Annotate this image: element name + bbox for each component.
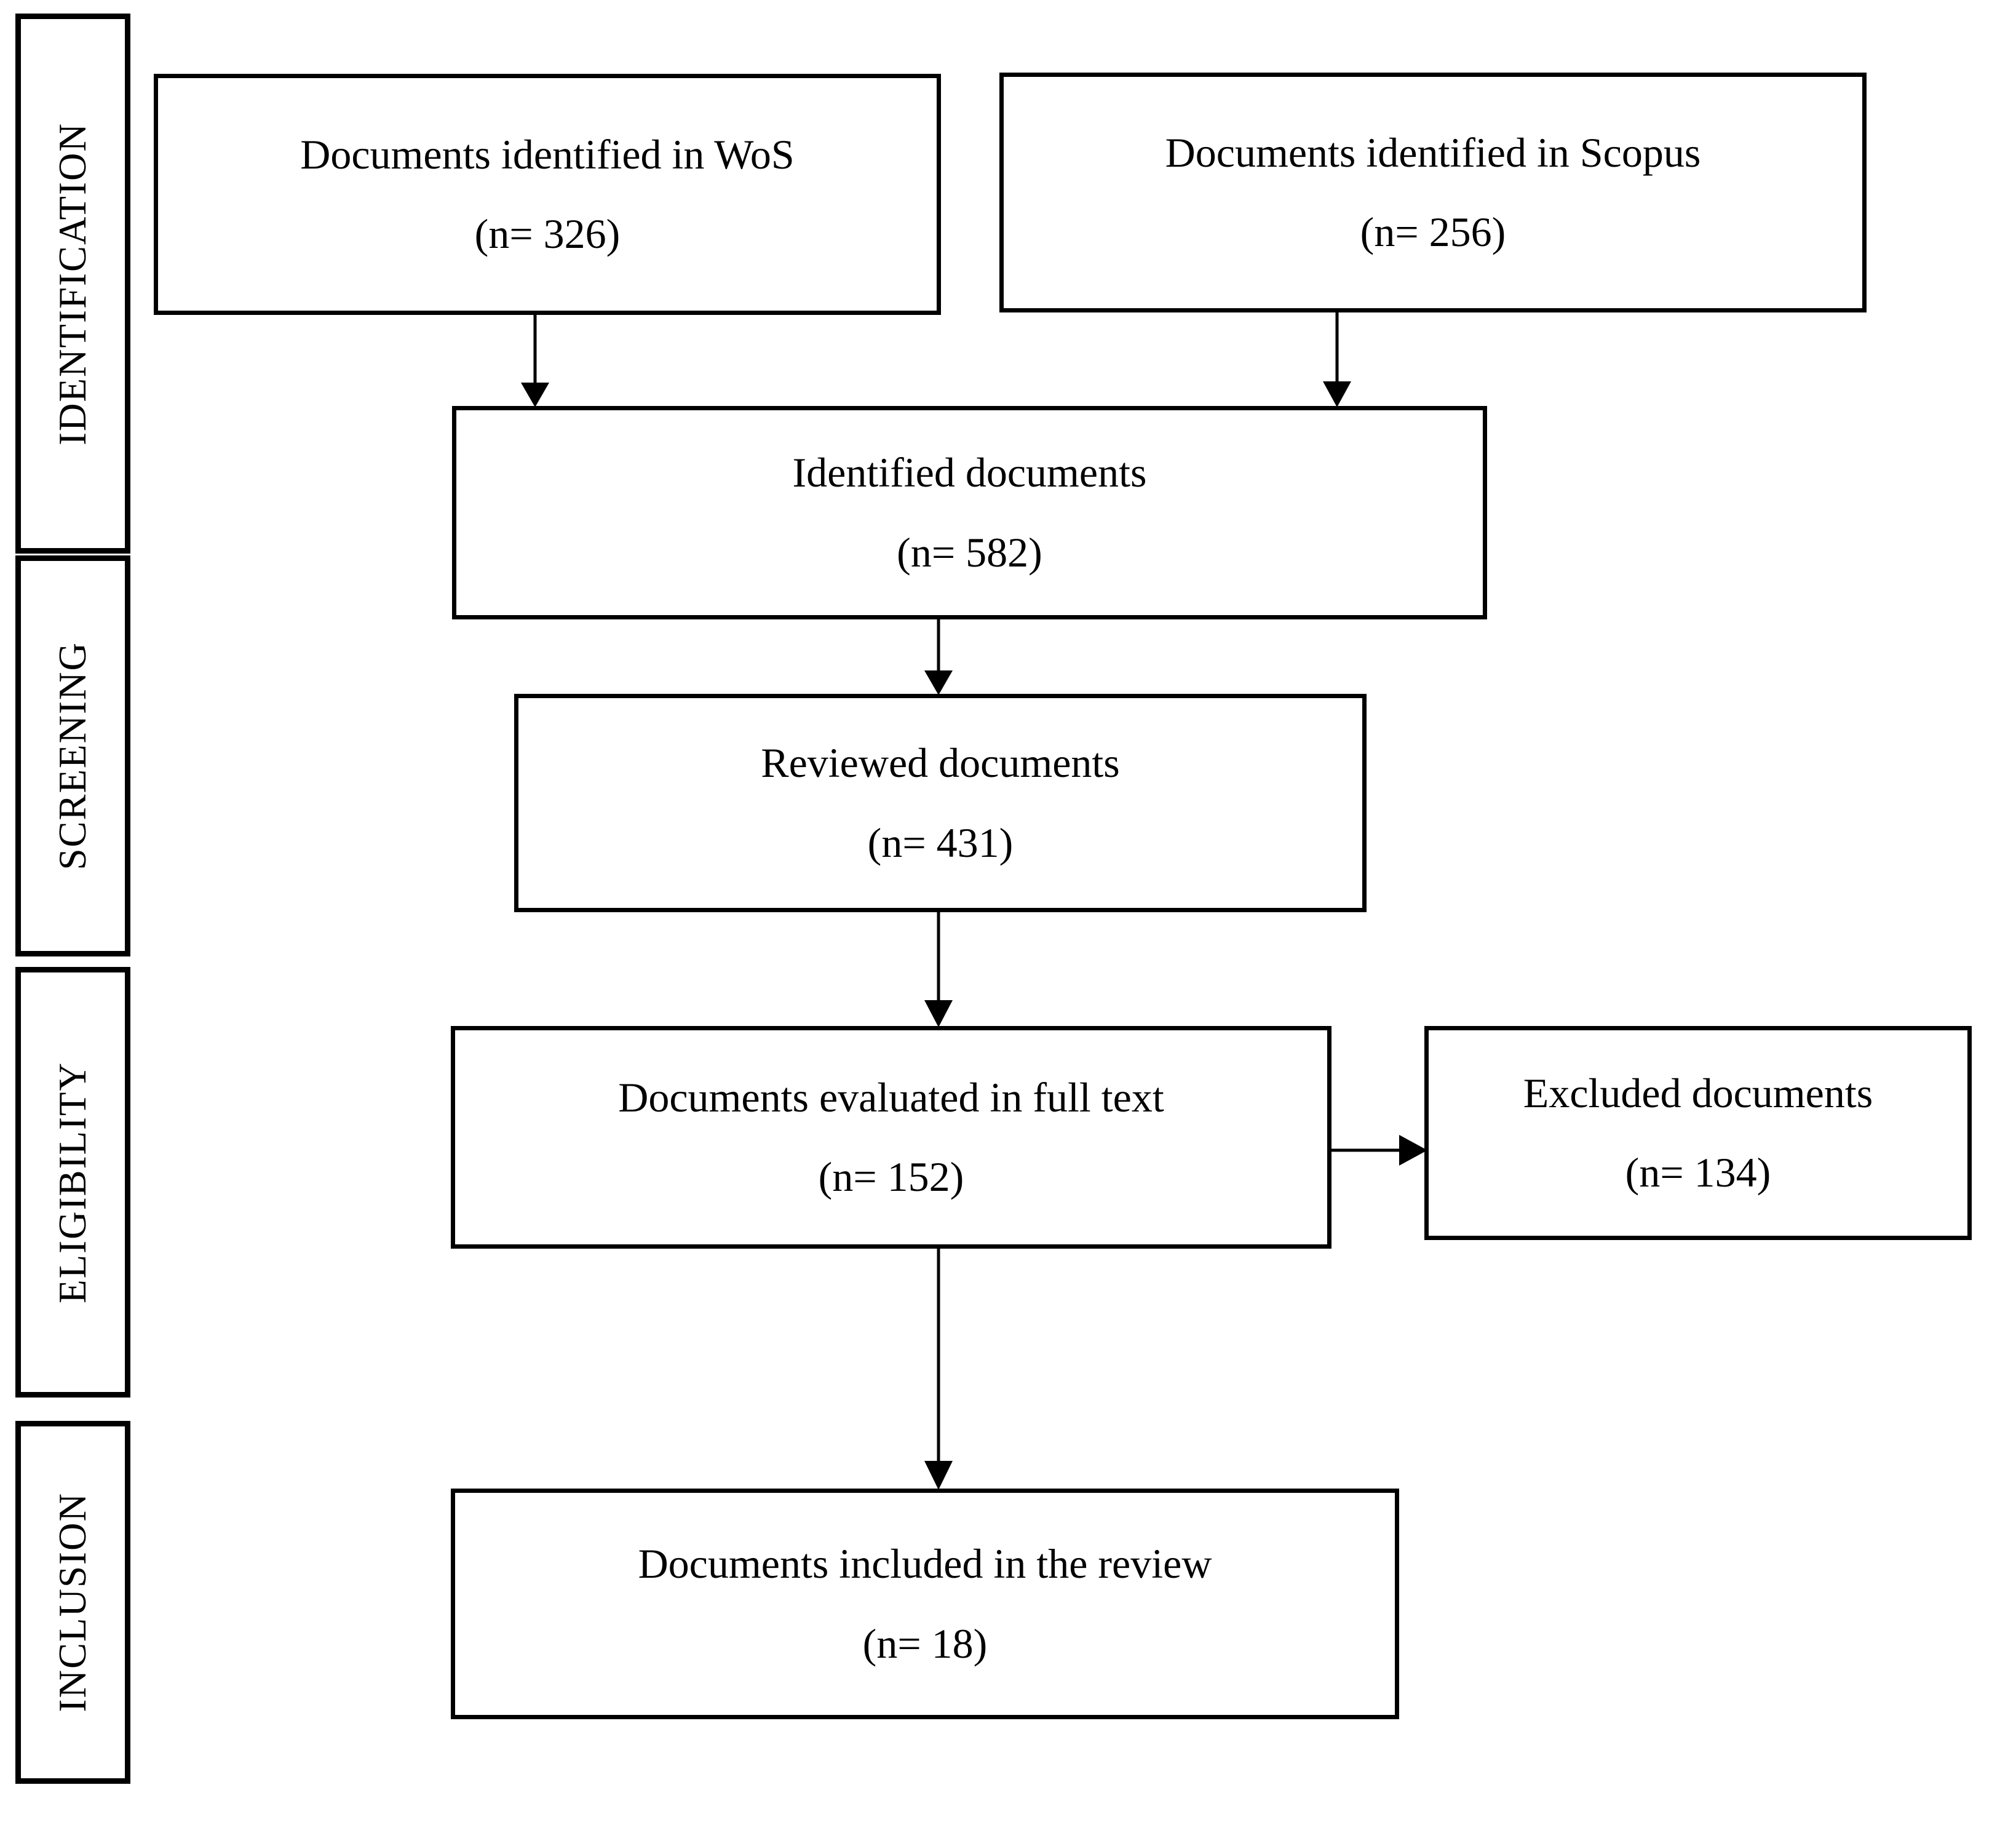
stage-label-eligibility: ELIGIBILITY bbox=[15, 967, 130, 1398]
stage-label-identification: IDENTIFICATION bbox=[15, 14, 130, 554]
box-identified-documents: Identified documents (n= 582) bbox=[452, 406, 1487, 619]
box-documents-identified-wos: Documents identified in WoS (n= 326) bbox=[154, 74, 941, 315]
box-excluded-documents: Excluded documents (n= 134) bbox=[1424, 1026, 1972, 1240]
stage-label-eligibility-text: ELIGIBILITY bbox=[51, 1061, 94, 1303]
box-identified-title: Identified documents bbox=[792, 449, 1147, 496]
box-reviewed-count: (n= 431) bbox=[867, 819, 1014, 866]
box-fulltext-title: Documents evaluated in full text bbox=[618, 1073, 1164, 1121]
box-documents-evaluated-full-text: Documents evaluated in full text (n= 152… bbox=[451, 1026, 1331, 1249]
box-included-count: (n= 18) bbox=[862, 1620, 988, 1667]
box-reviewed-title: Reviewed documents bbox=[761, 739, 1120, 787]
box-wos-count: (n= 326) bbox=[474, 210, 621, 257]
stage-label-identification-text: IDENTIFICATION bbox=[51, 122, 94, 445]
box-wos-title: Documents identified in WoS bbox=[300, 130, 795, 178]
box-included-title: Documents included in the review bbox=[638, 1540, 1212, 1588]
box-documents-included-review: Documents included in the review (n= 18) bbox=[451, 1489, 1399, 1719]
box-identified-count: (n= 582) bbox=[897, 528, 1042, 576]
stage-label-screening: SCREENING bbox=[15, 555, 130, 956]
connector-wos-to-identified bbox=[510, 315, 560, 407]
box-excluded-title: Excluded documents bbox=[1523, 1069, 1873, 1116]
connector-fulltext-to-excluded bbox=[1331, 1126, 1427, 1175]
box-documents-identified-scopus: Documents identified in Scopus (n= 256) bbox=[999, 73, 1867, 312]
connector-fulltext-to-included bbox=[914, 1249, 963, 1490]
box-fulltext-count: (n= 152) bbox=[818, 1153, 964, 1200]
box-scopus-count: (n= 256) bbox=[1360, 209, 1506, 255]
stage-label-screening-text: SCREENING bbox=[51, 642, 94, 870]
stage-label-inclusion-text: INCLUSION bbox=[51, 1492, 94, 1712]
box-scopus-title: Documents identified in Scopus bbox=[1165, 129, 1701, 176]
box-reviewed-documents: Reviewed documents (n= 431) bbox=[514, 694, 1367, 912]
box-excluded-count: (n= 134) bbox=[1625, 1149, 1771, 1196]
stage-label-inclusion: INCLUSION bbox=[15, 1421, 130, 1784]
connector-scopus-to-identified bbox=[1312, 312, 1362, 407]
connector-identified-to-reviewed bbox=[914, 619, 963, 695]
connector-reviewed-to-fulltext bbox=[914, 912, 963, 1027]
